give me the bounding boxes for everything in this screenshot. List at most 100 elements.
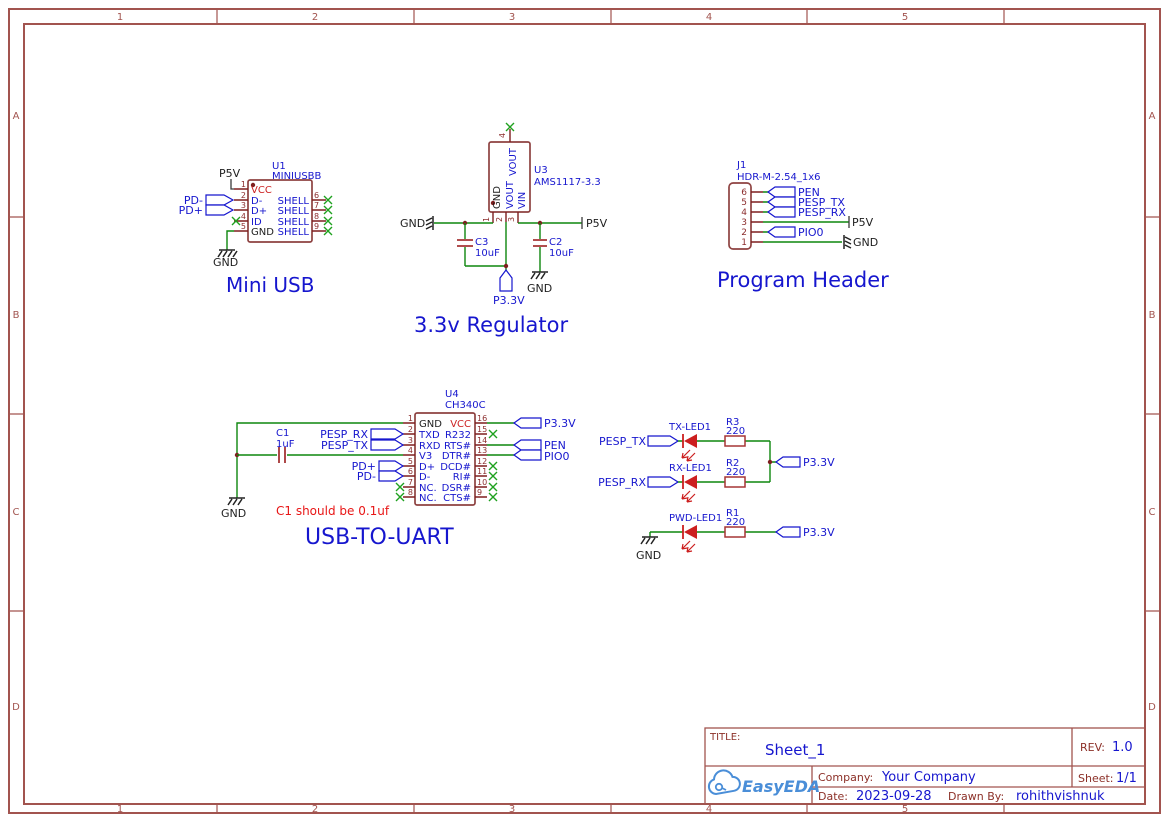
led-pwd-symbol[interactable] [681,525,697,553]
net-flag-pesp-tx-label[interactable]: PESP_TX [798,196,845,209]
easyeda-cloud-circle [714,782,724,792]
gnd-symbol[interactable] [640,536,658,545]
sheet-label: Sheet: [1078,772,1114,785]
net-flag-pesp-tx[interactable] [647,435,680,447]
net-flag-pesp-rx[interactable] [370,428,405,440]
resistor-r1[interactable] [724,526,746,538]
net-label-p5v[interactable]: P5V [219,167,241,180]
led-rx-symbol[interactable] [681,475,697,503]
u1-pin-num: 2 [241,191,246,200]
net-port-p3v3-label[interactable]: P3.3V [493,294,525,307]
frame-row-right-c: C [1149,507,1156,518]
net-flag-pio0[interactable] [512,449,542,461]
net-port-p3v3[interactable] [499,269,513,292]
u4-left-pins[interactable] [403,422,415,498]
net-flag-p3v3[interactable] [774,526,801,538]
u4-pin-num: 3 [408,436,413,445]
net-flag-pd-minus[interactable] [378,470,405,482]
frame-inner-border [23,23,1146,805]
regulator-bottom-rail[interactable] [465,222,507,270]
u1-right-pins[interactable] [312,199,326,232]
net-flag-pen-label[interactable]: PEN [798,186,820,199]
r1-refdes: R1 [726,508,739,519]
net-flag-pen-label[interactable]: PEN [544,439,566,452]
u4-pin-num: 1 [408,414,413,423]
u4-pin-name: NC. [419,493,437,504]
gnd-symbol[interactable] [843,235,852,249]
net-flag-pd-plus-label[interactable]: PD+ [179,204,203,217]
frame-row-right-a: A [1149,111,1156,122]
j1-wires[interactable] [763,191,849,243]
u4-right-pins[interactable] [475,422,487,498]
j1-part: HDR-M-2.54_1x6 [737,172,821,183]
net-flag-pesp-rx[interactable] [647,476,680,488]
j1-pins[interactable] [751,191,763,243]
gnd-symbol[interactable] [227,497,245,506]
net-flag-pd-plus[interactable] [205,204,235,216]
net-flag-pd-plus[interactable] [378,460,405,472]
u1-gnd-wire[interactable] [226,230,234,250]
resistor-r2[interactable] [724,476,746,488]
net-flag-pio0-label[interactable]: PIO0 [544,450,570,463]
gnd-symbol[interactable] [425,216,434,230]
net-flag-pen[interactable] [766,186,796,198]
net-flag-p3v3-label[interactable]: P3.3V [803,526,835,539]
capacitor-c1[interactable] [237,447,403,463]
resistor-r3[interactable] [724,435,746,447]
u4-pin-num: 11 [477,467,487,476]
led-wire[interactable] [649,531,776,537]
rx-led-refdes: RX-LED1 [669,463,712,474]
u3-pin-num: 4 [498,133,507,138]
net-flag-pen[interactable] [512,439,542,451]
u4-pin-num: 15 [477,425,487,434]
net-flag-p3v3[interactable] [512,417,542,429]
net-flag-p3v3-label[interactable]: P3.3V [803,456,835,469]
capacitor-c2[interactable] [533,223,547,272]
net-flag-pesp-rx[interactable] [766,206,796,218]
net-flag-pesp-tx-label[interactable]: PESP_TX [321,439,368,452]
net-flag-pesp-rx-label[interactable]: PESP_RX [598,476,646,489]
net-flag-pd-minus-label[interactable]: PD- [184,194,203,207]
u4-pin-name-gnd: GND [419,419,442,430]
c2-refdes: C2 [549,237,562,248]
frame-col-bottom-4: 4 [706,804,712,815]
r3-value: 220 [726,426,745,437]
net-flag-pio0-label[interactable]: PIO0 [798,226,824,239]
net-flag-pesp-tx[interactable] [370,439,405,451]
led-wire[interactable] [678,440,776,482]
u4-component-body[interactable] [414,412,476,506]
tx-led-refdes: TX-LED1 [668,422,711,433]
net-flag-pesp-tx-label[interactable]: PESP_TX [599,435,646,448]
net-label-p5v[interactable]: P5V [852,216,874,229]
net-flag-pesp-rx-label[interactable]: PESP_RX [320,428,368,441]
net-flag-pd-plus-label[interactable]: PD+ [352,460,376,473]
r3-refdes: R3 [726,417,739,428]
drawn-by-value: rohithvishnuk [1016,789,1105,804]
led-tx-symbol[interactable] [681,434,697,462]
u1-component-body[interactable] [247,179,313,243]
net-flag-pd-minus[interactable] [205,194,235,206]
net-flag-pio0[interactable] [766,226,796,238]
u4-pin-name: CTS# [443,493,471,504]
u4-gnd-wire[interactable] [236,422,403,498]
net-flag-pesp-tx[interactable] [766,196,796,208]
u1-left-pins[interactable] [234,188,248,232]
net-flag-p3v3[interactable] [774,456,801,468]
u3-bottom-pins[interactable] [492,212,519,223]
capacitor-c3[interactable] [457,223,473,266]
gnd-symbol[interactable] [530,271,548,280]
u4-part: CH340C [445,400,486,411]
net-label-p5v[interactable]: P5V [586,217,608,230]
u1-pin-name-gnd: GND [251,227,274,238]
j1-pin-num: 6 [741,188,747,198]
net-flag-p3v3-label[interactable]: P3.3V [544,417,576,430]
u4-pin-num: 7 [408,478,413,487]
p5v-wire[interactable] [230,179,234,190]
u4-pin-num: 4 [408,446,413,455]
net-flag-pesp-rx-label[interactable]: PESP_RX [798,206,846,219]
u4-pin-num: 14 [477,436,487,445]
u4-right-wires[interactable] [487,422,514,456]
net-flag-pd-minus-label[interactable]: PD- [357,470,376,483]
j1-component-body[interactable] [728,182,752,250]
gnd-symbol[interactable] [217,249,238,258]
